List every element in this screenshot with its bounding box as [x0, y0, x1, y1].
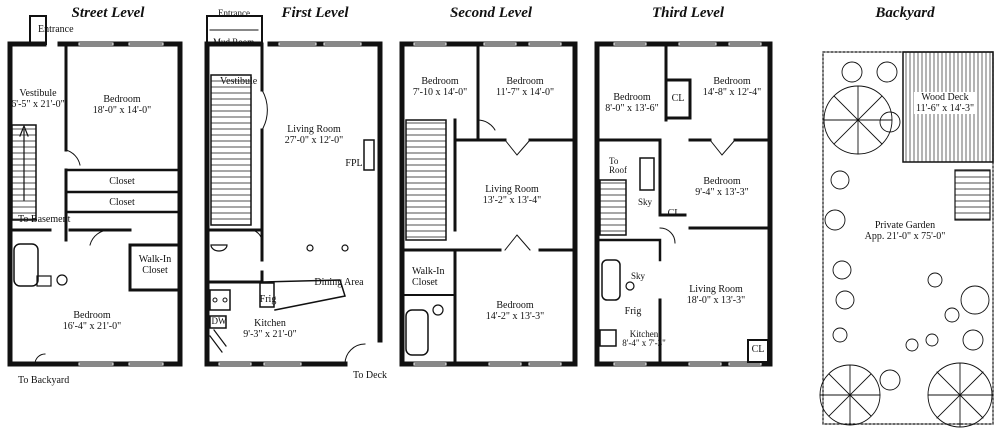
- third-bedroom3-label: Bedroom 9'-4" x 13'-3": [695, 176, 748, 198]
- second-level-walls: [399, 41, 578, 367]
- street-closet-label: Closet: [109, 197, 135, 208]
- room-name: Bedroom: [103, 94, 141, 105]
- street-closet-label: Closet: [109, 176, 135, 187]
- room-name: Bedroom: [613, 92, 651, 103]
- deck-name: Wood Deck: [921, 92, 969, 103]
- room-dims: 27'-0" x 12'-0": [284, 135, 344, 146]
- room-name: Living Room: [689, 284, 743, 295]
- first-dw-label: DW: [211, 316, 227, 326]
- first-fpl-label: FPL: [345, 158, 363, 169]
- room-name: Bedroom: [421, 76, 459, 87]
- garden-dims: App. 21'-0" x 75'-0": [864, 231, 946, 242]
- room-dims: 8'-0" x 13'-6": [605, 103, 659, 114]
- backyard-title: Backyard: [875, 5, 935, 21]
- third-living-label: Living Room 18'-0" x 13'-3": [687, 284, 745, 306]
- street-level-walls: [7, 15, 183, 367]
- street-bedroom-rear-label: Bedroom 16'-4" x 21'-0": [63, 310, 121, 332]
- third-cl-mid-label: CL: [667, 208, 681, 219]
- room-dims: 11'-7" x 14'-0": [495, 87, 555, 98]
- garden-name: Private Garden: [874, 220, 936, 231]
- second-level-title: Second Level: [449, 5, 533, 21]
- third-sky2-label: Sky: [630, 271, 646, 281]
- street-level-title: Street Level: [71, 5, 145, 21]
- room-name: Vestibule: [19, 88, 57, 99]
- third-sky-label: Sky: [637, 197, 653, 207]
- third-cl-top-label: CL: [671, 93, 685, 104]
- first-frig-label: Frig: [259, 294, 277, 305]
- room-dims: 9'-3" x 21'-0": [243, 329, 297, 340]
- first-living-label: Living Room 27'-0" x 12'-0": [285, 124, 343, 146]
- room-dims: 18'-0" x 14'-0": [92, 105, 152, 116]
- deck-dims: 11'-6" x 14'-3": [915, 103, 975, 114]
- room-name: Bedroom: [73, 310, 111, 321]
- room-name: Bedroom: [713, 76, 751, 87]
- backyard-garden-label: Private Garden App. 21'-0" x 75'-0": [865, 220, 946, 242]
- second-bedroom3-label: Bedroom 14'-2" x 13'-3": [486, 300, 544, 322]
- room-name: Living Room: [485, 184, 539, 195]
- first-to-deck-label: To Deck: [352, 370, 388, 381]
- street-vestibule-label: Vestibule 6'-5" x 21'-0": [11, 88, 64, 110]
- room-dims: 8'-4" x 7'-3": [622, 338, 666, 348]
- third-to-roof-label: To Roof: [609, 156, 627, 175]
- room-name: Bedroom: [703, 176, 741, 187]
- room-dims: 6'-5" x 21'-0": [11, 99, 65, 110]
- third-level-title: Third Level: [651, 5, 725, 21]
- street-entrance-label: Entrance: [38, 24, 74, 35]
- room-name: Bedroom: [506, 76, 544, 87]
- first-dining-label: Dining Area: [314, 277, 364, 288]
- room-dims: 7'-10 x 14'-0": [412, 87, 468, 98]
- street-to-basement-label: To Basement: [18, 214, 71, 225]
- first-vestibule-label: Vestibule: [220, 76, 258, 87]
- first-mud-room-label: Mud Room: [213, 37, 255, 47]
- second-walkin-label: Walk-In Closet: [412, 266, 445, 288]
- room-dims: 9'-4" x 13'-3": [695, 187, 749, 198]
- street-bedroom-front-label: Bedroom 18'-0" x 14'-0": [93, 94, 151, 116]
- room-name: Living Room: [287, 124, 341, 135]
- room-dims: 14'-8" x 12'-4": [702, 87, 762, 98]
- first-level-title: First Level: [281, 5, 349, 21]
- third-kitchen-label: Kitchen 8'-4" x 7'-3": [622, 330, 666, 348]
- room-dims: 13'-2" x 13'-4": [482, 195, 542, 206]
- third-frig-label: Frig: [624, 306, 642, 317]
- third-bedroom2-label: Bedroom 14'-8" x 12'-4": [703, 76, 761, 98]
- room-dims: 16'-4" x 21'-0": [62, 321, 122, 332]
- second-bedroom2-label: Bedroom 11'-7" x 14'-0": [496, 76, 554, 98]
- first-entrance-label: Entrance: [218, 8, 250, 18]
- room-name: Bedroom: [496, 300, 534, 311]
- room-dims: 14'-2" x 13'-3": [485, 311, 545, 322]
- third-bedroom1-label: Bedroom 8'-0" x 13'-6": [605, 92, 658, 114]
- first-level-walls: [204, 15, 383, 367]
- room-name: Kitchen: [629, 329, 659, 339]
- backyard-deck-label: Wood Deck 11'-6" x 14'-3": [913, 92, 977, 114]
- third-level-walls: [594, 41, 773, 367]
- street-walkin-label: Walk-In Closet: [138, 254, 172, 276]
- third-cl-bottom-label: CL: [751, 344, 765, 355]
- first-kitchen-label: Kitchen 9'-3" x 21'-0": [243, 318, 296, 340]
- room-name: Kitchen: [254, 318, 286, 329]
- second-living-label: Living Room 13'-2" x 13'-4": [483, 184, 541, 206]
- street-to-backyard-label: To Backyard: [18, 375, 70, 386]
- room-dims: 18'-0" x 13'-3": [686, 295, 746, 306]
- second-bedroom1-label: Bedroom 7'-10 x 14'-0": [413, 76, 467, 98]
